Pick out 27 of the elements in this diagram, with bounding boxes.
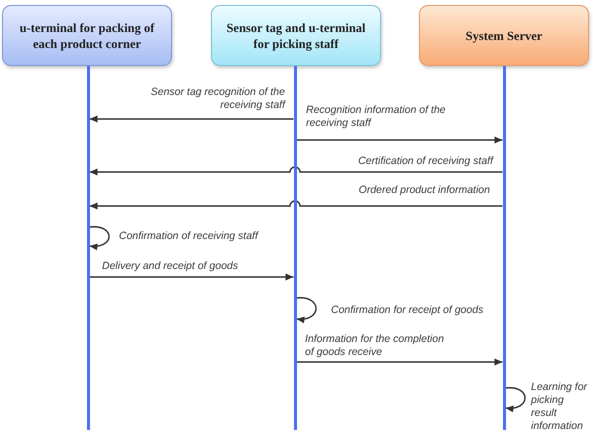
message-label: Ordered product information (358, 184, 490, 197)
lifeline (502, 66, 506, 430)
message-label: Recognition information of the receiving staff (306, 104, 446, 130)
message-label: Confirmation of receiving staff (119, 230, 260, 243)
lifeline (294, 66, 296, 430)
participant-box (211, 5, 381, 66)
message-label: Delivery and receipt of goods (102, 260, 239, 273)
message-arrow (296, 358, 502, 366)
message-label: Learning for picking result information (531, 381, 588, 433)
message-label: Certification of receiving staff (357, 155, 493, 168)
participant-title: u-terminal for packing of each product corner (18, 20, 156, 52)
message-arrow (296, 136, 502, 144)
message-label: Sensor tag recognition of the receiving staff (150, 86, 285, 112)
message-arrow (90, 274, 294, 280)
message-arrow (90, 116, 294, 122)
self-loop-arrow (296, 297, 317, 323)
message-arrow (90, 166, 502, 176)
self-loop-arrow (505, 387, 526, 412)
lifeline (86, 66, 90, 430)
participant-box (419, 5, 589, 66)
message-label: Information for the completion of goods receive (305, 333, 445, 359)
message-arrow (90, 200, 502, 210)
participant-title: System Server (464, 28, 544, 44)
self-loop-arrow (89, 226, 110, 250)
participant-box (2, 5, 172, 66)
participant-title: Sensor tag and u-terminal for picking staff (225, 20, 366, 52)
message-label: Confirmation for receipt of goods (331, 304, 484, 317)
